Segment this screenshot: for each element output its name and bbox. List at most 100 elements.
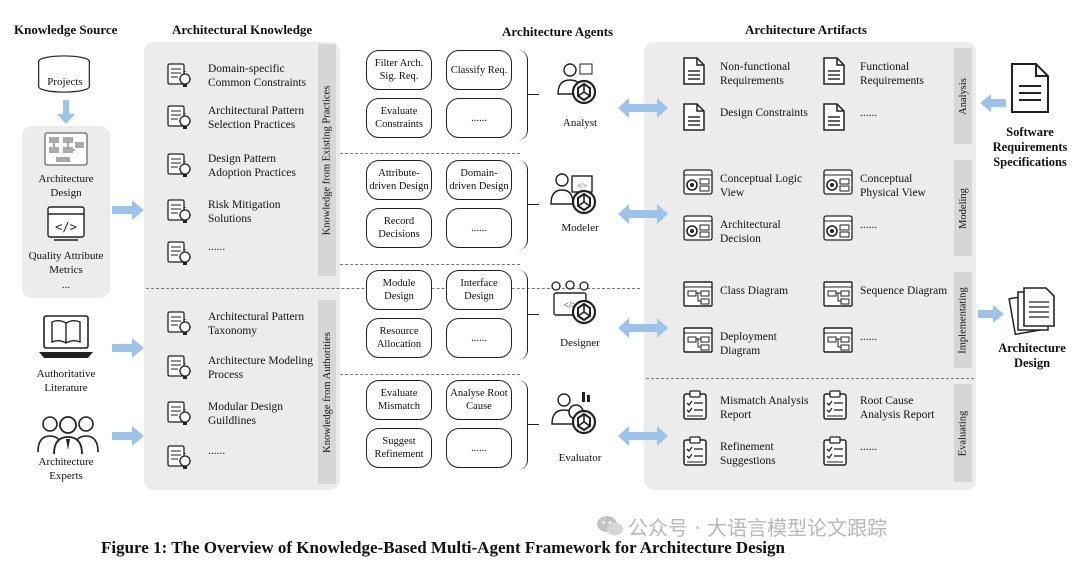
brace	[518, 50, 528, 140]
knowledge-item: ......	[208, 445, 226, 457]
gear-diagram-icon	[682, 168, 714, 203]
figure-caption: Figure 1: The Overview of Knowledge-Base…	[101, 538, 785, 557]
checklist-icon	[682, 436, 708, 471]
practices-label: Knowledge from Existing Practices	[321, 85, 333, 235]
brace	[518, 270, 528, 360]
agent-robot-icon	[548, 390, 600, 441]
agent-task-pill: ......	[446, 428, 512, 468]
agent-task-pill: Resource Allocation	[366, 318, 432, 358]
artifact-item: ......	[860, 107, 878, 119]
bidirectional-arrow	[618, 98, 668, 118]
artifact-category-bar: Evaluating	[954, 384, 972, 482]
artifact-item: Architectural Decision	[720, 219, 781, 245]
checklist-bulb-icon	[166, 104, 192, 137]
connector-dashed	[340, 374, 520, 375]
brace-tick	[527, 424, 539, 425]
arrow-down	[57, 100, 75, 124]
bidirectional-arrow	[618, 318, 668, 338]
artifact-item: ......	[860, 219, 878, 231]
artifact-item: Design Constraints	[720, 107, 808, 119]
architecture-design-icon	[44, 132, 88, 173]
agent-task-pill: Attribute-driven Design	[366, 160, 432, 200]
gear-diagram-icon	[822, 214, 854, 249]
artifact-item: Root Cause Analysis Report	[860, 395, 935, 421]
svg-text:</>: </>	[55, 220, 77, 234]
svg-text:</>: </>	[564, 300, 577, 310]
artifact-item: Conceptual Logic View	[720, 173, 803, 199]
divider-dashed	[646, 378, 974, 379]
sources-ellipsis: ...	[61, 279, 71, 291]
wechat-icon	[596, 515, 624, 542]
brace-tick	[527, 94, 539, 95]
artifact-item: Sequence Diagram	[860, 285, 948, 297]
authorities-label: Knowledge from Authorities	[321, 331, 333, 453]
diagram-icon	[822, 326, 854, 359]
arrow-left	[980, 94, 1006, 112]
artifact-item: ......	[860, 331, 878, 343]
agent-task-pill: Analyse Root Cause	[446, 380, 512, 420]
arrow-right	[978, 305, 1004, 323]
agent-task-pill: Record Decisions	[366, 208, 432, 248]
document-icon	[682, 56, 706, 91]
book-laptop-icon	[38, 312, 94, 365]
agent-name: Modeler	[561, 222, 599, 234]
checklist-bulb-icon	[166, 310, 192, 343]
artifact-category-label: Analysis	[957, 77, 969, 115]
header-knowledge-source: Knowledge Source	[14, 22, 118, 37]
experts-icon	[36, 412, 100, 459]
artifact-category-bar: Analysis	[954, 48, 972, 144]
architecture-documents-icon	[1008, 286, 1058, 341]
watermark: 公众号 · 大语言模型论文跟踪	[628, 516, 888, 540]
brace	[518, 380, 528, 470]
checklist-bulb-icon	[166, 354, 192, 387]
knowledge-item: Design Pattern Adoption Practices	[208, 153, 296, 179]
svg-text:</>: </>	[577, 182, 587, 190]
header-architecture-agents: Architecture Agents	[502, 24, 614, 39]
architecture-design-label: Architecture Design	[38, 173, 94, 199]
agent-task-pill: Evaluate Mismatch	[366, 380, 432, 420]
knowledge-item: Architecture Modeling Process	[208, 355, 314, 381]
agent-robot-icon: </>	[548, 170, 600, 221]
agent-task-pill: ......	[446, 98, 512, 138]
agent-task-pill: Classify Req.	[446, 50, 512, 90]
agent-robot-icon: </>	[548, 280, 600, 331]
header-architectural-knowledge: Architectural Knowledge	[172, 22, 313, 37]
connector-dashed	[340, 153, 520, 154]
header-architecture-artifacts: Architecture Artifacts	[745, 22, 867, 37]
agent-task-pill: Filter Arch. Sig. Req.	[366, 50, 432, 90]
artifact-item: Non-functional Requirements	[720, 61, 791, 87]
checklist-bulb-icon	[166, 62, 192, 95]
agent-task-pill: Evaluate Constraints	[366, 98, 432, 138]
agent-robot-icon	[548, 60, 600, 111]
knowledge-item: ......	[208, 241, 226, 253]
artifact-category-label: Implementating	[957, 286, 969, 354]
checklist-icon	[682, 390, 708, 425]
checklist-bulb-icon	[166, 240, 192, 273]
agent-task-pill: ......	[446, 208, 512, 248]
checklist-bulb-icon	[166, 198, 192, 231]
agent-task-pill: Domain-driven Design	[446, 160, 512, 200]
artifact-category-label: Modeling	[957, 187, 969, 229]
brace-tick	[527, 314, 539, 315]
connector-dashed	[340, 264, 520, 265]
qa-metrics-label: Quality Attribute Metrics	[28, 250, 104, 276]
brace	[518, 160, 528, 250]
arrow-right	[112, 338, 144, 358]
diagram-icon	[682, 280, 714, 313]
agent-task-pill: Interface Design	[446, 270, 512, 310]
gear-diagram-icon	[682, 214, 714, 249]
srs-label: Software Requirements Specifications	[992, 125, 1068, 169]
artifact-item: Refinement Suggestions	[720, 441, 776, 467]
checklist-bulb-icon	[166, 444, 192, 477]
agent-task-pill: ......	[446, 318, 512, 358]
arrow-right	[112, 200, 144, 220]
agent-name: Evaluator	[558, 452, 602, 464]
artifact-item: ......	[860, 441, 878, 453]
bidirectional-arrow	[618, 204, 668, 224]
authorities-bar: Knowledge from Authorities	[318, 300, 336, 484]
projects-label: Projects	[47, 76, 83, 88]
artifact-item: Mismatch Analysis Report	[720, 395, 809, 421]
literature-label: Authoritative Literature	[36, 368, 96, 394]
agent-task-pill: Suggest Refinement	[366, 428, 432, 468]
artifact-category-bar: Modeling	[954, 160, 972, 256]
